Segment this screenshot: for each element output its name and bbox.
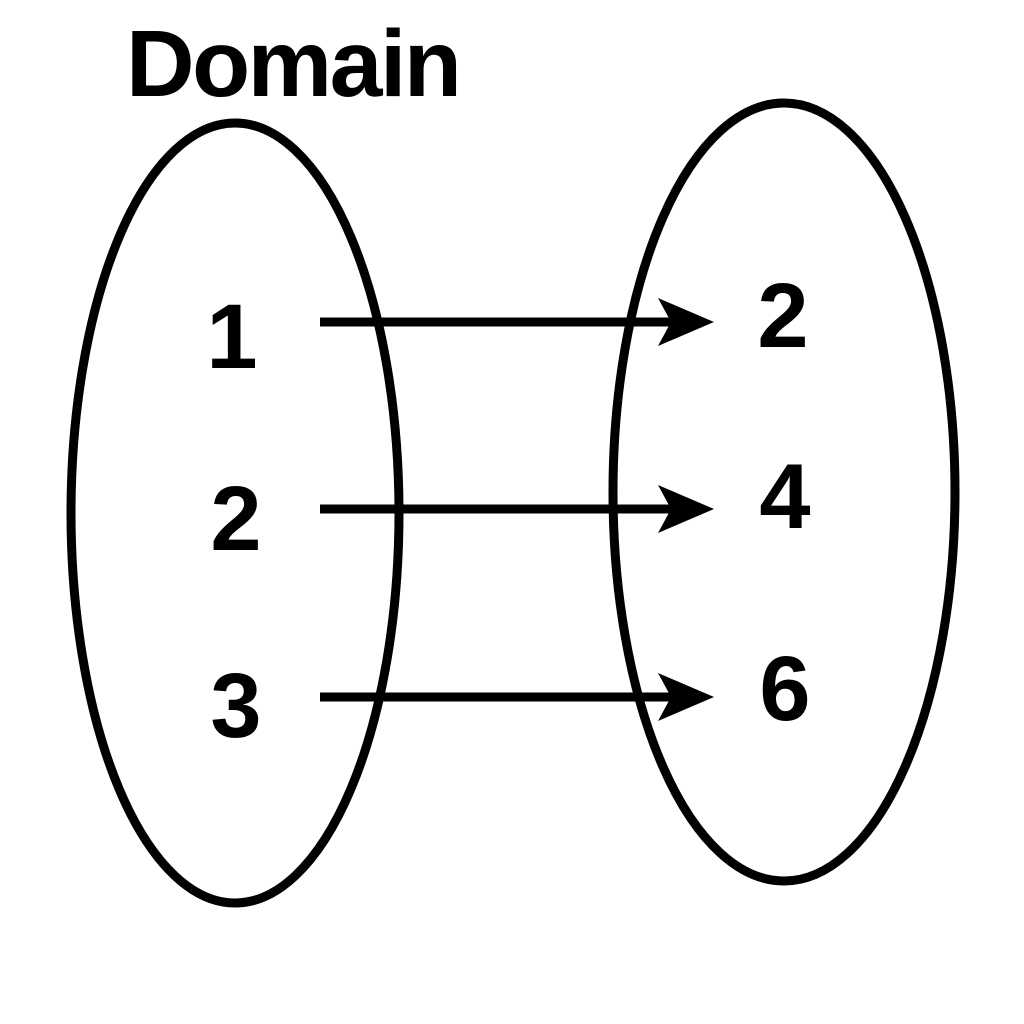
arrowhead-icon — [658, 673, 714, 721]
domain-element-1: 1 — [206, 286, 257, 388]
mapping-arrow-3-to-6 — [320, 673, 714, 721]
domain-element-2: 2 — [210, 468, 261, 570]
arrowhead-icon — [658, 298, 714, 346]
codomain-element-2: 2 — [757, 265, 808, 367]
arrowhead-icon — [658, 485, 714, 533]
codomain-ellipse — [608, 98, 960, 886]
domain-title: Domain — [126, 11, 459, 117]
domain-element-3: 3 — [210, 655, 261, 757]
codomain-element-6: 6 — [759, 638, 810, 740]
mapping-arrow-1-to-2 — [320, 298, 714, 346]
codomain-element-4: 4 — [759, 446, 810, 548]
mapping-arrow-2-to-4 — [320, 485, 714, 533]
